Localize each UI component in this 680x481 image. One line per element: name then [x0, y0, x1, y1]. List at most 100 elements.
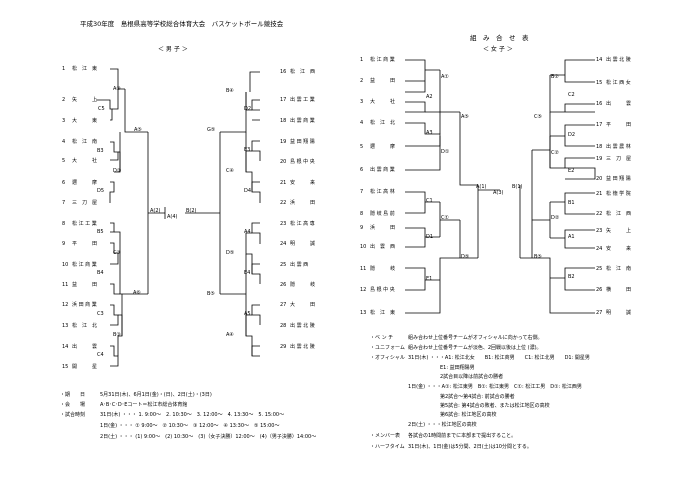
boys-label: ＜ 男 子 ＞: [158, 46, 188, 53]
schedule-time-day3: 2日(土) ・・・ (1) 9:00～ (2) 10:30～ (3)（女子決勝）…: [100, 434, 317, 440]
game-label: D2: [244, 106, 252, 112]
game-label: D1: [426, 234, 434, 240]
game-label: D②: [551, 215, 560, 221]
game-label: C3: [97, 311, 104, 317]
game-label: B(2): [186, 208, 197, 214]
game-label: D2: [568, 132, 576, 138]
game-label: D⑤: [461, 254, 470, 260]
game-label: A3: [426, 130, 433, 136]
game-label: D③: [113, 168, 122, 174]
game-label: B④: [226, 88, 234, 94]
game-label: B5: [97, 229, 104, 235]
game-label: A⑤: [461, 114, 469, 120]
game-label: E2: [568, 168, 575, 174]
game-label: C⑤: [534, 114, 542, 120]
game-label: C②: [551, 150, 559, 156]
note-official-line: 2試合目以降は前試合の勝者: [440, 374, 504, 380]
game-label: E1: [426, 276, 433, 282]
game-label: D5: [97, 188, 105, 194]
game-label: B2: [568, 274, 575, 280]
game-label: A1: [568, 234, 575, 240]
game-label: D①: [441, 149, 450, 155]
game-label: A⑥: [133, 290, 141, 296]
game-label: A③: [113, 86, 121, 92]
game-label: D⑤: [226, 250, 235, 256]
page-title: 平成30年度 島根県高等学校総合体育大会 バスケットボール競技会: [80, 20, 284, 28]
game-label: B⑤: [207, 291, 215, 297]
game-label: A(4): [167, 214, 178, 220]
note-official-line: 2日(土) ・・・松江地区の高校: [408, 422, 477, 428]
game-label: B4: [97, 270, 104, 276]
game-label: C1: [426, 198, 433, 204]
game-label: D4: [244, 188, 252, 194]
game-label: B③: [113, 332, 121, 338]
game-label: C4: [97, 352, 104, 358]
game-label: C2: [568, 92, 575, 98]
game-label: B3: [97, 148, 104, 154]
game-label: C③: [113, 250, 121, 256]
game-label: C5: [98, 106, 105, 112]
game-label: A(2): [150, 208, 161, 214]
game-label: A4: [244, 229, 251, 235]
note-official-line: E1: 益田翔陽男: [440, 365, 475, 371]
note-official-line: 1日(金) ・・・A①: 松江東男 B①: 松江東男 C①: 松江工男 D①: …: [408, 384, 582, 390]
game-label: A(3): [493, 190, 504, 196]
game-label: E4: [244, 270, 251, 276]
sheet-title: 組 み 合 せ 表: [470, 34, 529, 42]
game-label: A(1): [476, 184, 487, 190]
game-label: A5: [244, 311, 251, 317]
